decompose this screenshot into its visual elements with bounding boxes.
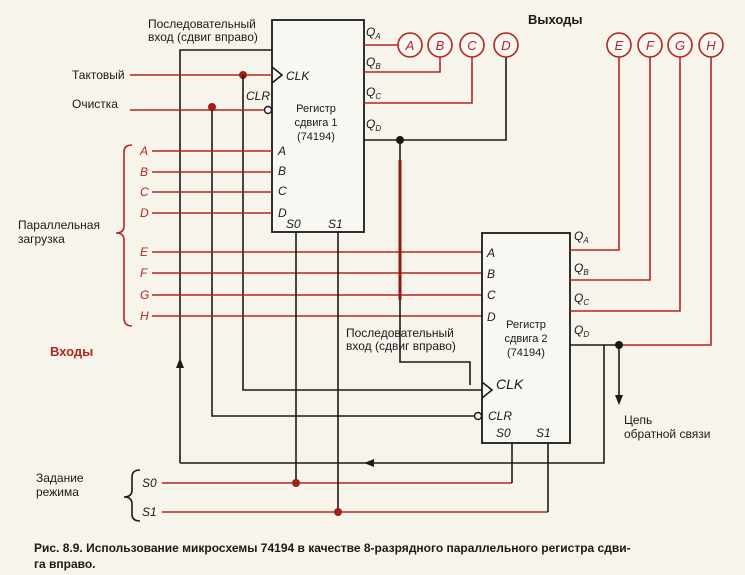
serial-in-1-wire	[179, 49, 272, 463]
output-letter-c: C	[467, 38, 477, 53]
register-1-clk-pin: CLK	[286, 69, 310, 83]
register-2-clr-pin: CLR	[488, 409, 512, 423]
s0-junction	[292, 479, 300, 487]
register-2-pin-d: D	[487, 310, 496, 324]
register-2-clk-triangle	[481, 381, 494, 399]
wire-qh-b	[619, 57, 712, 346]
mode-s1-label: S1	[142, 505, 157, 519]
wire-qc	[364, 56, 473, 104]
output-letter-b: B	[436, 38, 445, 53]
register-2-clr-bubble	[473, 411, 483, 421]
register-2-pin-b: B	[487, 267, 495, 281]
output-letter-g: G	[675, 38, 685, 53]
register-2-pin-c: C	[487, 288, 496, 302]
serial-in-2-wire	[399, 300, 471, 385]
register-2-name-line2: сдвига 2	[505, 333, 548, 345]
serial-input-2-label-line2: вход (сдвиг вправо)	[346, 339, 456, 353]
register-1-name-line2: сдвига 1	[295, 117, 338, 129]
register-1-pin-a: A	[277, 144, 286, 158]
register-1-pin-b: B	[278, 164, 286, 178]
wire-qb	[364, 56, 441, 73]
clock-label: Тактовый	[72, 68, 125, 82]
feedback-left-arrow	[364, 459, 374, 467]
input-letter-b: B	[140, 165, 148, 179]
register-2-clk-pin: CLK	[496, 376, 524, 392]
register-1-qa: QA	[366, 25, 381, 41]
register-1-qb: QB	[366, 55, 381, 71]
register-2-qc: QC	[574, 291, 589, 307]
register-1-pin-d: D	[278, 206, 287, 220]
register-2-qd: QD	[574, 323, 589, 339]
wire-qd-b	[400, 56, 507, 141]
input-letter-d: D	[140, 206, 149, 220]
register-1-pin-c: C	[278, 184, 287, 198]
register-1-s0-pin: S0	[286, 217, 301, 231]
register-1-clr-bubble	[263, 105, 273, 115]
register-1-qc: QC	[366, 85, 381, 101]
clock-wire-to-reg2	[242, 75, 482, 391]
parallel-load-brace	[115, 144, 133, 327]
wire-qg	[570, 57, 681, 312]
s1-junction	[334, 508, 342, 516]
serial-input-1-label-line2: вход (сдвиг вправо)	[148, 30, 258, 44]
output-circle-b	[427, 32, 453, 58]
parallel-load-label-line1: Параллельная	[18, 218, 100, 232]
serial-input-1-label-line1: Последовательный	[148, 17, 256, 31]
input-letter-c: C	[140, 185, 149, 199]
register-1-s1-pin: S1	[328, 217, 343, 231]
output-letter-h: H	[706, 38, 716, 53]
mode-label-line1: Задание	[36, 471, 84, 485]
register-1-clr-pin: CLR	[246, 89, 270, 103]
register-1-clk-triangle	[271, 66, 284, 84]
clear-junction	[208, 103, 216, 111]
input-letter-f: F	[140, 266, 148, 280]
register-1-qd: QD	[366, 117, 381, 133]
mode-brace	[123, 469, 141, 522]
output-circle-d	[493, 32, 519, 58]
register-2-qa: QA	[574, 229, 589, 245]
input-letter-e: E	[140, 245, 149, 259]
register-2-s1-pin: S1	[536, 426, 551, 440]
register-1-name-line1: Регистр	[296, 103, 336, 115]
serial-input-2-label-line1: Последовательный	[346, 326, 454, 340]
shift-register-1	[271, 19, 365, 233]
register-2-qb: QB	[574, 261, 589, 277]
register-2-part: (74194)	[507, 347, 545, 359]
feedback-label-line1: Цепь	[624, 413, 652, 427]
figure-caption-line2: га вправо.	[34, 557, 96, 571]
register-2-s0-pin: S0	[496, 426, 511, 440]
inputs-label: Входы	[50, 344, 93, 359]
output-letter-e: E	[615, 38, 624, 53]
register-1-part: (74194)	[297, 131, 335, 143]
figure-caption-line1: Рис. 8.9. Использование микросхемы 74194…	[34, 541, 631, 555]
output-circle-c	[459, 32, 485, 58]
output-letter-f: F	[646, 38, 655, 53]
input-letter-a: A	[139, 144, 148, 158]
wire-qf	[570, 57, 651, 281]
mode-label-line2: режима	[36, 485, 79, 499]
mode-s0-label: S0	[142, 476, 157, 490]
parallel-load-label-line2: загрузка	[18, 232, 65, 246]
feedback-up-arrow	[176, 358, 184, 368]
shift-register-2	[481, 232, 571, 444]
output-letter-a: A	[405, 38, 415, 53]
register-2-pin-a: A	[486, 246, 495, 260]
outputs-label: Выходы	[528, 12, 583, 27]
output-circle-a	[397, 32, 423, 58]
input-letter-g: G	[140, 288, 149, 302]
wire-qe	[570, 57, 620, 251]
feedback-return-wire	[180, 345, 605, 464]
qd-junction	[396, 136, 404, 144]
feedback-label-line2: обратной связи	[624, 427, 710, 441]
clear-wire-to-reg2	[211, 110, 478, 417]
register-2-name-line1: Регистр	[506, 319, 546, 331]
feedback-down-arrow	[615, 395, 623, 405]
clear-label: Очистка	[72, 97, 118, 111]
input-letter-h: H	[140, 309, 149, 323]
output-letter-d: D	[501, 38, 510, 53]
